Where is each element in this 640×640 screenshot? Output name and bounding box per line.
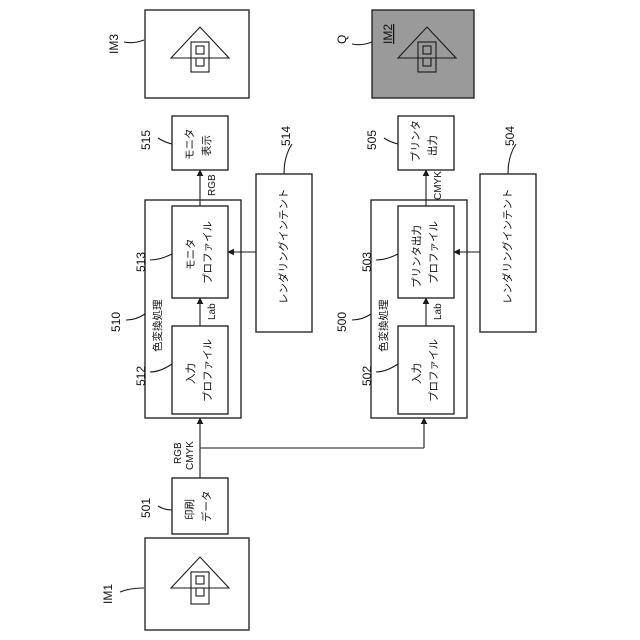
ref-513: 513 <box>134 252 148 272</box>
print-data-line2: データ <box>200 491 213 523</box>
ref-510: 510 <box>109 312 123 332</box>
ref-500: 500 <box>335 312 349 332</box>
node-510: 色変換処理 510 入力 プロファイル 512 Lab モニタ プロファイル 5… <box>109 200 241 418</box>
node-501: 印刷 データ 501 <box>139 478 228 534</box>
ref-514: 514 <box>279 126 293 146</box>
ref-501: 501 <box>139 498 153 518</box>
label-rgb-out: RGB <box>207 174 218 196</box>
connector-501: RGB CMYK <box>173 418 424 478</box>
label-lab-top: Lab <box>207 303 218 320</box>
image-im2: IM2 Q <box>335 10 474 98</box>
label-cmyk-in: CMYK <box>185 441 196 470</box>
input-profile-top-line1: 入力 <box>184 363 197 384</box>
node-500: 色変換処理 500 入力 プロファイル 502 Lab プリンタ出力 プロファイ… <box>335 200 467 418</box>
label-q: Q <box>335 35 349 44</box>
label-lab-bottom: Lab <box>433 303 444 320</box>
monitor-display-line1: モニタ <box>184 129 196 161</box>
ref-504: 504 <box>503 126 517 146</box>
monitor-profile-line1: モニタ <box>185 239 197 271</box>
label-im3: IM3 <box>107 34 121 54</box>
printer-output-line2: 出力 <box>426 135 439 156</box>
input-profile-top-line2: プロファイル <box>202 339 214 402</box>
label-im1: IM1 <box>101 584 115 604</box>
print-data-line1: 印刷 <box>183 499 196 520</box>
ref-503: 503 <box>360 252 374 272</box>
label-im2: IM2 <box>381 24 395 44</box>
input-profile-bottom-line2: プロファイル <box>428 339 440 402</box>
label-cmyk-out: CMYK <box>433 171 444 200</box>
ref-512: 512 <box>134 366 148 386</box>
monitor-profile-line2: プロファイル <box>202 221 214 284</box>
label-rgb-in: RGB <box>173 442 184 464</box>
image-im3: IM3 <box>107 10 249 98</box>
input-profile-bottom-line1: 入力 <box>410 363 423 384</box>
ref-515: 515 <box>139 130 153 150</box>
conv-title-top: 色変換処理 <box>151 299 164 352</box>
image-im1: IM1 <box>101 538 249 630</box>
ref-502: 502 <box>360 366 374 386</box>
node-505: プリンタ 出力 505 <box>365 116 454 170</box>
node-515: モニタ 表示 515 <box>139 116 228 170</box>
printer-profile-line2: プロファイル <box>428 221 440 284</box>
rendering-intent-top: レンダリングインテント <box>277 189 290 305</box>
printer-output-line1: プリンタ <box>410 120 422 162</box>
printer-profile-line1: プリンタ出力 <box>410 225 423 288</box>
ref-505: 505 <box>365 130 379 150</box>
rendering-intent-bottom: レンダリングインテント <box>501 189 514 305</box>
conv-title-bottom: 色変換処理 <box>377 299 390 352</box>
monitor-display-line2: 表示 <box>200 135 213 156</box>
